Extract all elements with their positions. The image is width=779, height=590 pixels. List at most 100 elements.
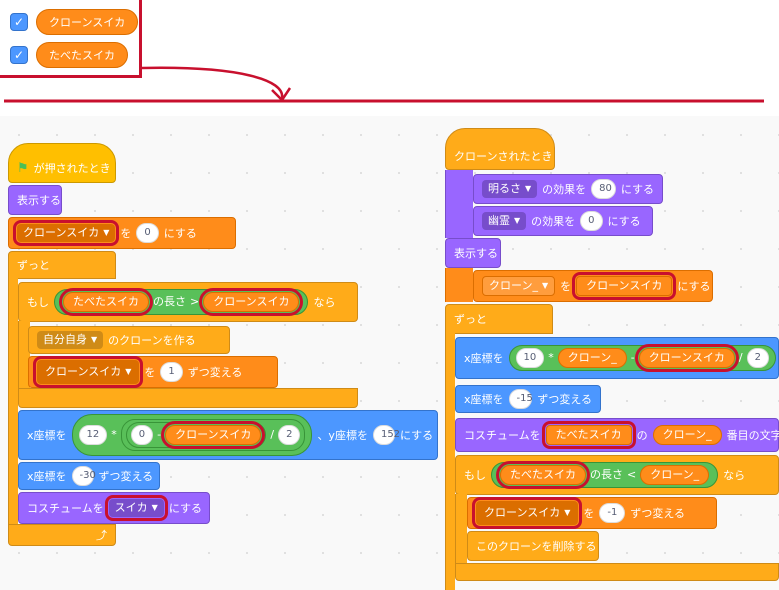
text-suru: にする [677,280,711,293]
reporter-clone-suika[interactable]: クローンスイカ [161,421,266,449]
delete-clone-block[interactable]: このクローンを削除する [467,531,599,561]
variable-clone-suika[interactable]: クローンスイカ [36,9,139,35]
change-variable-block[interactable]: クローンスイカ▼ を -1 ずつ変える [467,497,717,529]
reporter-tabeta-suika[interactable]: たべたスイカ [59,288,153,316]
variable-row-tabeta-suika: ✓ たべたスイカ [10,42,128,68]
change-x-block[interactable]: x座標を -15 ずつ変える [455,385,601,413]
value-input[interactable]: 0 [580,211,603,231]
value-input[interactable]: 2 [746,348,770,368]
forever-block[interactable]: ずっと [445,304,553,334]
forever-label: ずっと [17,259,50,272]
chevron-down-icon: ▼ [564,508,571,517]
value-input[interactable]: 0 [136,223,159,243]
text-change: ずつ変える [98,470,154,483]
reporter-clone[interactable]: クローン_ [640,465,710,485]
value-input[interactable]: 12 [78,425,108,445]
x-label: x座標を [464,393,504,406]
reporter-clone-suika[interactable]: クローンスイカ [634,344,739,372]
check-icon: ✓ [13,15,25,29]
divide-operator[interactable]: 0 - クローンスイカ / 2 [120,419,306,451]
effect-dropdown[interactable]: 幽霊▼ [482,212,527,230]
minus-symbol: - [630,351,635,364]
show-block[interactable]: 表示する [445,238,501,268]
effect-dropdown[interactable]: 明るさ ▼ [482,180,538,198]
set-effect-block-brightness[interactable]: 明るさ▼ の効果を 80 にする [473,174,663,204]
multiply-operator[interactable]: 10 * クローン_ - クローンスイカ / 2 [508,344,777,372]
when-flag-clicked-hat[interactable]: ⚑ が押されたとき [8,143,116,183]
var-dropdown-clone-suika[interactable]: クローンスイカ▼ [12,220,120,246]
dropdown-label: 明るさ [488,182,521,195]
value-input[interactable]: 0 [130,425,154,445]
reporter-clone-suika[interactable]: クローンスイカ [572,272,677,300]
show-label: 表示する [17,194,61,207]
hat-label: クローンされたとき [454,150,553,163]
set-x-block[interactable]: x座標を 10 * クローン_ - クローンスイカ / 2 [455,337,779,379]
create-clone-block[interactable]: 自分自身▼ のクローンを作る [28,326,230,354]
reporter-clone[interactable]: クローン_ [652,425,722,445]
dropdown-label: 幽霊 [488,214,510,227]
reporter-tabeta-suika[interactable]: たべたスイカ [541,421,636,449]
value-input[interactable]: 2 [278,425,301,445]
div-symbol: / [738,351,743,364]
costume-dropdown[interactable]: スイカ▼ [104,495,168,521]
show-block[interactable]: 表示する [8,185,62,215]
checkbox-tabeta-suika[interactable]: ✓ [10,46,28,64]
change-variable-block[interactable]: クローンスイカ▼ を 1 ずつ変える [28,356,278,388]
forever-foot: ⤴ [8,524,116,546]
value-input[interactable]: 80 [591,179,616,199]
clone-target-dropdown[interactable]: 自分自身▼ [37,331,104,349]
text-wo: を [120,227,132,240]
if-label: もし [464,469,486,482]
costume-label: コスチュームを [464,429,541,442]
if-block[interactable]: もし たべたスイカ の長さ < クローン_ なら [455,455,779,495]
var-dropdown-clone-suika[interactable]: クローンスイカ▼ [32,356,144,388]
if-arm [455,494,467,566]
forever-arm [8,278,18,526]
var-dropdown-clone[interactable]: クローン_▼ [482,276,556,296]
value-input[interactable]: 10 [515,348,545,368]
text-wo: を [583,507,595,520]
create-clone-label: のクローンを作る [108,334,196,347]
text-suru: にする [399,429,434,442]
multiply-operator[interactable]: 12 * 0 - クローンスイカ / 2 [71,414,313,456]
value-input[interactable]: 152 [372,425,400,445]
chevron-down-icon: ▼ [525,184,532,193]
length-of-label: の長さ [153,295,186,308]
reporter-clone-suika[interactable]: クローンスイカ [199,288,304,316]
chevron-down-icon: ▼ [151,503,158,512]
set-effect-block-ghost[interactable]: 幽霊▼ の効果を 0 にする [473,206,653,236]
switch-costume-block[interactable]: コスチュームを スイカ▼ にする [18,492,210,524]
if-block[interactable]: もし たべたスイカ の長さ > クローンスイカ なら [18,282,358,322]
div-symbol: / [270,428,275,441]
dropdown-label: 自分自身 [43,333,87,346]
greater-than-operator[interactable]: たべたスイカ の長さ > クローンスイカ [54,288,309,316]
text-change: ずつ変える [630,507,686,520]
change-x-block[interactable]: x座標を -30 ずつ変える [18,462,160,490]
hat-label: が押されたとき [33,162,111,175]
forever-arm [445,333,455,590]
set-variable-block[interactable]: クローンスイカ▼ を 0 にする [8,217,236,249]
value-input[interactable]: -1 [599,503,626,523]
goto-xy-block[interactable]: x座標を 12 * 0 - クローンスイカ / 2 、y座標を 152 にする [18,410,438,460]
var-dropdown-clone-suika[interactable]: クローンスイカ▼ [471,497,583,529]
checkbox-clone-suika[interactable]: ✓ [10,13,28,31]
if-foot [18,388,358,408]
subtract-operator[interactable]: 0 - クローンスイカ [125,421,267,449]
dropdown-label: クローンスイカ [23,226,100,239]
switch-costume-block[interactable]: コスチュームを たべたスイカ の クローン_ 番目の文字 [455,418,779,452]
set-arm [445,268,473,302]
value-input[interactable]: 1 [160,362,183,382]
value-input[interactable]: -15 [508,389,533,409]
forever-block[interactable]: ずっと [8,251,116,279]
reporter-clone[interactable]: クローン_ [557,348,627,368]
reporter-tabeta-suika[interactable]: たべたスイカ [496,461,590,489]
value-input[interactable]: -30 [71,466,96,486]
if-arm [18,321,30,389]
variable-tabeta-suika[interactable]: たべたスイカ [36,42,128,68]
set-variable-block[interactable]: クローン_▼ を クローンスイカ にする [473,270,713,302]
green-flag-icon: ⚑ [17,160,29,176]
less-than-operator[interactable]: たべたスイカ の長さ < クローン_ [491,461,719,489]
when-clone-start-hat[interactable]: クローンされたとき [445,128,555,170]
lt-symbol: < [627,468,637,481]
chevron-down-icon: ▼ [541,281,549,290]
